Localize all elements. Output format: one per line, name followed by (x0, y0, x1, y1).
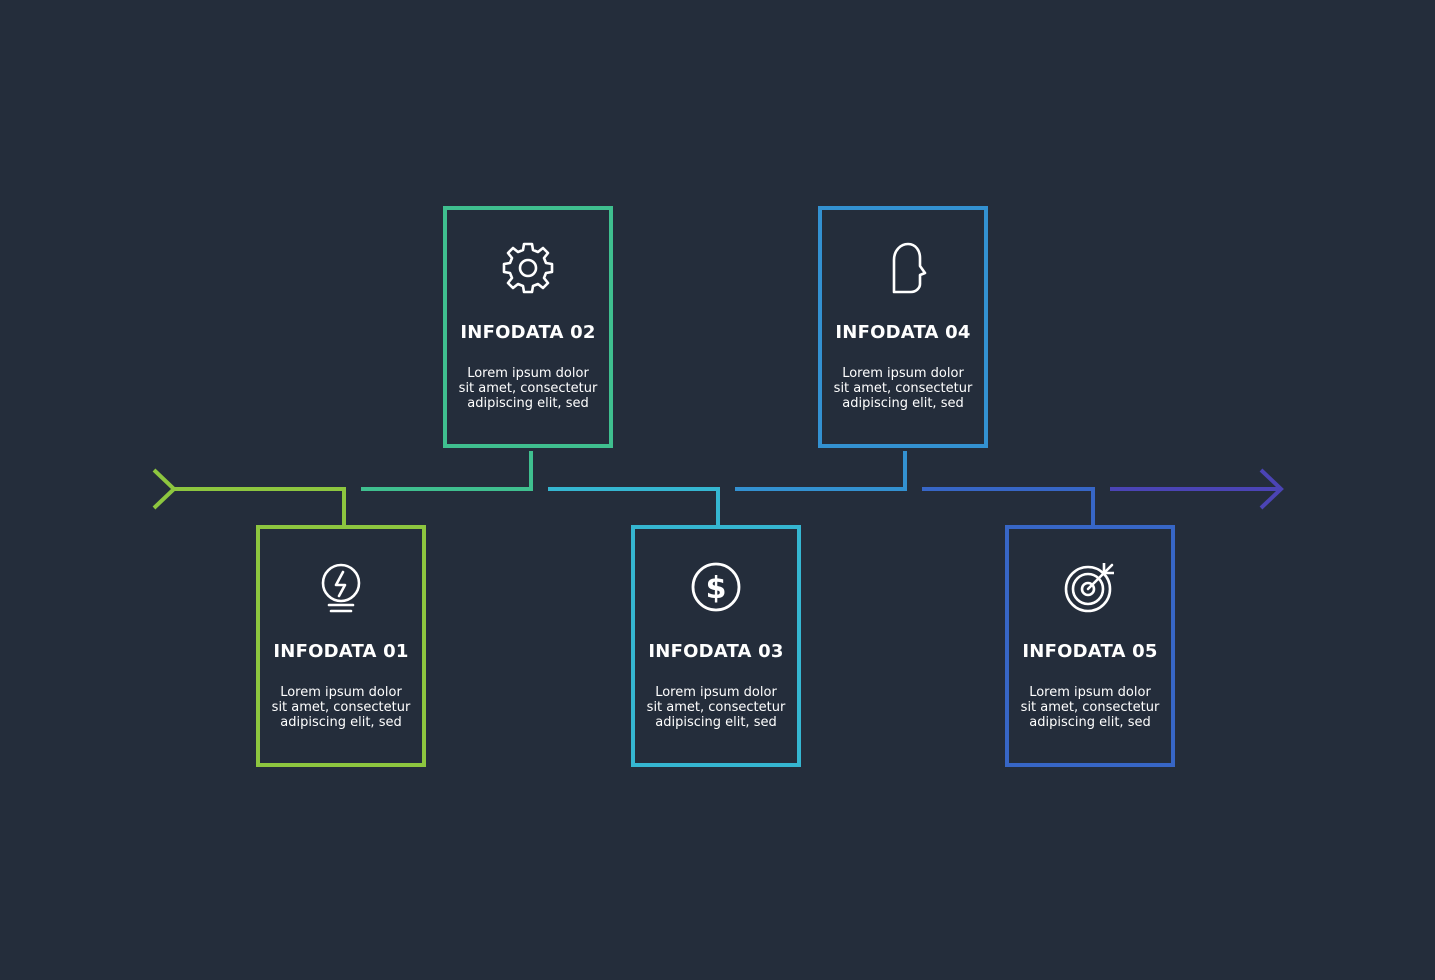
step-description: Lorem ipsum dolor sit amet, consectetur … (1015, 685, 1165, 730)
step-card-4: INFODATA 04 Lorem ipsum dolor sit amet, … (818, 206, 988, 448)
timeline-end-arrowhead (1259, 468, 1284, 510)
step-title: INFODATA 01 (273, 641, 409, 662)
description-line: Lorem ipsum dolor (1029, 685, 1151, 700)
description-line: adipiscing elit, sed (280, 715, 402, 730)
description-line: Lorem ipsum dolor (655, 685, 777, 700)
description-line: sit amet, consectetur (1020, 700, 1160, 715)
step-description: Lorem ipsum dolor sit amet, consectetur … (266, 685, 416, 730)
step-description: Lorem ipsum dolor sit amet, consectetur … (641, 685, 791, 730)
description-line: Lorem ipsum dolor (467, 366, 589, 381)
gear-icon (500, 240, 556, 296)
dollar-icon: $ (688, 559, 744, 615)
step-card-5: INFODATA 05 Lorem ipsum dolor sit amet, … (1005, 525, 1175, 767)
description-line: adipiscing elit, sed (1029, 715, 1151, 730)
description-line: Lorem ipsum dolor (842, 366, 964, 381)
description-line: adipiscing elit, sed (467, 396, 589, 411)
step-card-3: $ INFODATA 03 Lorem ipsum dolor sit amet… (631, 525, 801, 767)
step-description: Lorem ipsum dolor sit amet, consectetur … (453, 366, 603, 411)
step-description: Lorem ipsum dolor sit amet, consectetur … (828, 366, 978, 411)
description-line: Lorem ipsum dolor (280, 685, 402, 700)
head-icon (875, 240, 931, 296)
timeline-segment-2 (361, 451, 533, 491)
description-line: sit amet, consectetur (833, 381, 973, 396)
description-line: sit amet, consectetur (646, 700, 786, 715)
step-title: INFODATA 04 (835, 322, 971, 343)
svg-text:$: $ (706, 571, 727, 606)
step-card-1: INFODATA 01 Lorem ipsum dolor sit amet, … (256, 525, 426, 767)
description-line: sit amet, consectetur (271, 700, 411, 715)
step-card-2: INFODATA 02 Lorem ipsum dolor sit amet, … (443, 206, 613, 448)
timeline-segment-1 (174, 487, 346, 527)
step-title: INFODATA 05 (1022, 641, 1158, 662)
timeline-start-chevron (152, 468, 177, 510)
timeline-segment-3 (548, 487, 720, 527)
description-line: adipiscing elit, sed (655, 715, 777, 730)
target-icon (1062, 559, 1118, 615)
description-line: sit amet, consectetur (458, 381, 598, 396)
step-title: INFODATA 03 (648, 641, 784, 662)
description-line: adipiscing elit, sed (842, 396, 964, 411)
timeline-segment-5 (922, 487, 1095, 527)
lightbulb-icon (313, 559, 369, 615)
timeline-segment-4 (735, 451, 907, 491)
step-title: INFODATA 02 (460, 322, 596, 343)
